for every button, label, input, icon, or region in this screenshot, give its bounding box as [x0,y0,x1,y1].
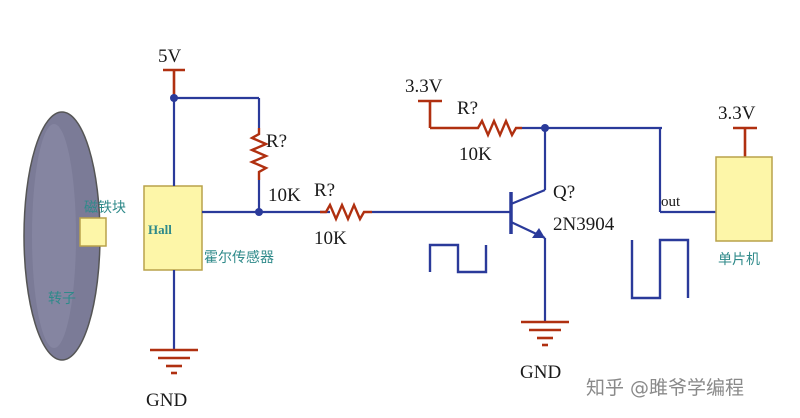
mcu: 单片机 [715,156,773,268]
resistor-base-value: 10K [459,144,492,165]
hall-wiring [170,94,330,350]
supply-33v-left: 3.3V [405,76,472,130]
magnet: 磁铁块 [79,200,126,247]
transistor: Q? 2N3904 [509,128,615,322]
junction-hall-out [255,208,263,216]
supply-33v-right-label: 3.3V [718,103,756,124]
watermark: 知乎 @雎爷学编程 [586,377,744,399]
resistor-base: R? 10K [457,98,662,165]
hall-sensor-label: 霍尔传感器 [204,249,274,266]
input-pulse [428,243,488,274]
transistor-part: 2N3904 [553,214,615,235]
input-pulse-waveform [428,243,488,274]
transistor-emitter-arrow [532,228,545,238]
junction-5v [170,94,178,102]
gnd-left-label: GND [146,390,187,411]
resistor-pullup-zigzag [248,128,270,180]
hall-chip-label: Hall [148,222,172,237]
resistor-series: R? 10K [314,180,510,249]
mcu-label: 单片机 [718,252,760,268]
resistor-series-name: R? [314,180,335,201]
supply-33v-right: 3.3V [718,103,757,157]
magnet-block [79,217,107,247]
resistor-pullup: R? 10K [248,128,301,206]
supply-33v-left-label: 3.3V [405,76,443,97]
resistor-base-zigzag [472,117,522,139]
rotor-highlight [32,124,76,348]
gnd-left: GND [146,348,198,411]
magnet-label: 磁铁块 [84,200,126,216]
supply-5v-label: 5V [158,46,182,67]
resistor-pullup-value: 10K [268,185,301,206]
gnd-right: GND [520,320,569,383]
resistor-pullup-name: R? [266,131,287,152]
resistor-series-zigzag [320,201,372,223]
rotor: 转子 [23,111,101,361]
mcu-chip [715,156,773,242]
output-wiring: out [658,128,716,214]
output-pulse-waveform [630,238,690,300]
output-pulse [630,238,690,300]
supply-5v: 5V [158,46,185,98]
transistor-collector-leg [510,188,546,206]
gnd-right-label: GND [520,362,561,383]
hall-sensor: Hall 霍尔传感器 [143,185,274,271]
rotor-label: 转子 [48,291,76,307]
resistor-series-value: 10K [314,228,347,249]
resistor-base-name: R? [457,98,478,119]
output-label: out [661,194,681,210]
transistor-name: Q? [553,182,575,203]
